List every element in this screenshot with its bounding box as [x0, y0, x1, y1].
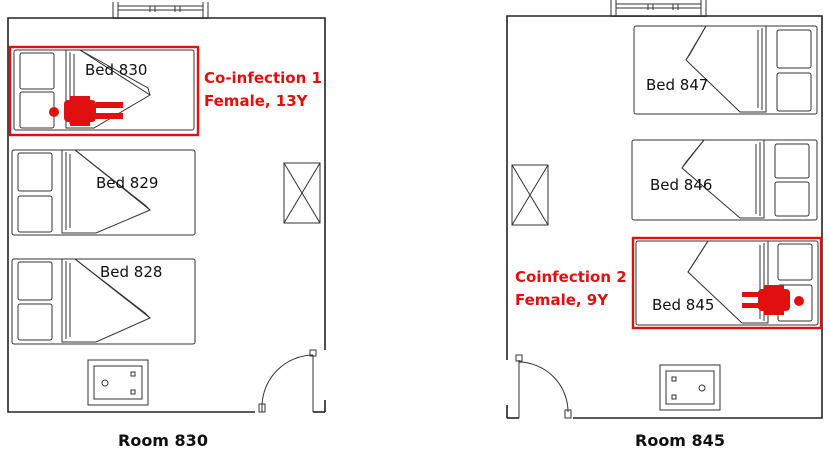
room-830-window — [112, 2, 209, 19]
room-label: Room 830 — [118, 431, 208, 450]
patient-icon-right — [742, 285, 804, 315]
patient-icon-left — [49, 96, 123, 126]
case-label-line1: Coinfection 2 — [515, 268, 627, 286]
bed-label: Bed 845 — [652, 296, 714, 314]
bed-label: Bed 830 — [85, 61, 147, 79]
pillow — [19, 91, 55, 129]
bed-846: Bed 846 — [631, 139, 818, 221]
room-845-window — [610, 0, 707, 17]
room-845-vent — [511, 164, 549, 226]
pillow — [19, 52, 55, 90]
bed-828: Bed 828 — [11, 258, 196, 345]
pillow — [774, 143, 810, 179]
pillow — [776, 72, 812, 112]
room-830-walls — [7, 17, 326, 413]
room-label: Room 845 — [635, 431, 725, 450]
room-845-sink — [659, 364, 721, 411]
bed-830: Bed 830 — [8, 45, 200, 137]
room-830-sink — [87, 359, 149, 406]
room-845: Bed 847 Bed 846 Bed 845 — [506, 0, 823, 450]
pillow — [17, 303, 53, 341]
case-label-line1: Co-infection 1 — [204, 69, 322, 87]
room-830-vent — [283, 162, 321, 224]
bed-label: Bed 829 — [96, 174, 158, 192]
bed-label: Bed 846 — [650, 176, 712, 194]
highlight-frame — [631, 236, 823, 330]
bed-847: Bed 847 — [633, 25, 818, 115]
bed-label: Bed 828 — [100, 263, 162, 281]
highlight-frame — [8, 45, 200, 137]
room-830: Bed 830 Bed 829 — [7, 2, 326, 450]
room-845-walls — [506, 15, 823, 419]
bed-845: Bed 845 — [631, 236, 823, 330]
pillow — [17, 195, 53, 233]
pillow — [17, 152, 53, 192]
pillow — [776, 29, 812, 69]
pillow — [17, 261, 53, 301]
room-845-door — [515, 354, 572, 419]
bed-829: Bed 829 — [11, 149, 196, 236]
pillow — [774, 181, 810, 217]
pillow — [777, 243, 813, 281]
case-label-line2: Female, 13Y — [204, 92, 309, 110]
case-label-line2: Female, 9Y — [515, 291, 609, 309]
bed-label: Bed 847 — [646, 76, 708, 94]
room-830-door — [258, 349, 317, 413]
